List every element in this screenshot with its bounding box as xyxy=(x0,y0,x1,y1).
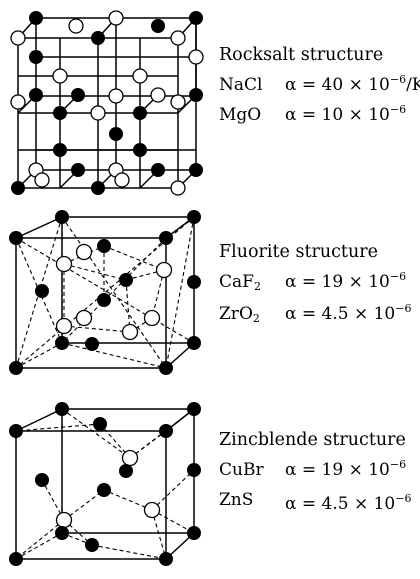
formula-caf2: CaF2 xyxy=(219,272,261,293)
fluorite-atoms xyxy=(9,210,201,375)
rocksalt-atoms xyxy=(10,10,204,196)
formula-zns: ZnS xyxy=(219,490,254,510)
rocksalt-title: Rocksalt structure xyxy=(219,45,384,65)
fluorite-row-caf2: CaF2 α = 19 × 10−6 xyxy=(219,270,407,293)
formula-zro2: ZrO2 xyxy=(219,304,260,325)
alpha-nacl: α = 40 × 10−6/K xyxy=(285,73,420,95)
formula-cubr: CuBr xyxy=(219,460,264,480)
fluorite-row-zro2: ZrO2 α = 4.5 × 10−6 xyxy=(219,302,412,325)
alpha-cubr: α = 19 × 10−6 xyxy=(285,458,407,480)
zincblende-atoms xyxy=(9,402,201,566)
alpha-zro2: α = 4.5 × 10−6 xyxy=(285,302,412,324)
zincblende-lattice xyxy=(9,402,201,566)
rocksalt-lattice xyxy=(10,10,204,196)
formula-mgo: MgO xyxy=(219,105,262,125)
alpha-caf2: α = 19 × 10−6 xyxy=(285,270,407,292)
zincblende-row-zns: ZnS α = 4.5 × 10−6 xyxy=(219,490,411,513)
alpha-mgo: α = 10 × 10−6 xyxy=(285,103,407,125)
zincblende-title: Zincblende structure xyxy=(219,430,406,450)
alpha-zns: α = 4.5 × 10−6 xyxy=(285,492,412,514)
fluorite-title: Fluorite structure xyxy=(219,242,378,262)
zincblende-row-cubr: CuBr α = 19 × 10−6 xyxy=(219,458,407,480)
rocksalt-row-mgo: MgO α = 10 × 10−6 xyxy=(219,103,407,125)
fluorite-lattice xyxy=(9,210,201,375)
formula-nacl: NaCl xyxy=(219,75,263,95)
rocksalt-row-nacl: NaCl α = 40 × 10−6/K xyxy=(219,73,420,95)
